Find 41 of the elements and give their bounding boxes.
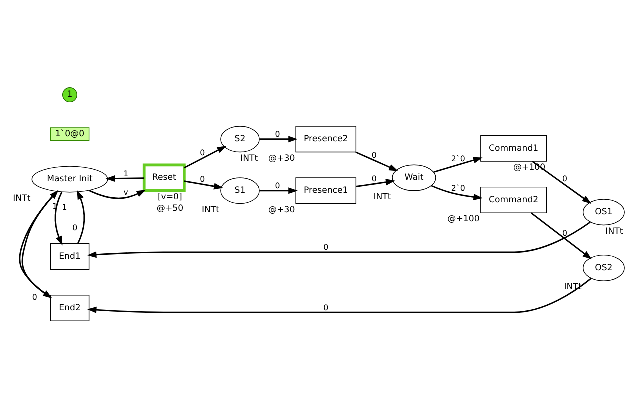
node-label: INTt <box>202 205 220 216</box>
arrow <box>260 136 298 143</box>
node-box: 1`0@0 <box>50 128 90 142</box>
node-box: Presence2 <box>296 126 357 153</box>
arrow <box>356 152 398 172</box>
node-ellipse: Wait <box>392 164 436 192</box>
node-label: @+30 <box>268 154 296 164</box>
node-ellipse: S1 <box>220 178 260 204</box>
node-label: @+100 <box>448 214 480 225</box>
node-label: INTt <box>374 192 392 203</box>
arrow <box>77 190 86 244</box>
arrow <box>87 278 592 314</box>
arrow <box>356 179 396 188</box>
node-label: INTt <box>13 194 31 204</box>
arrow <box>434 157 483 174</box>
node-box: Command2 <box>480 186 548 214</box>
arrow <box>106 176 144 182</box>
node-label: @+50 <box>156 204 184 214</box>
node-ellipse: OS2 <box>582 254 625 282</box>
arrow <box>89 190 146 200</box>
node-box: End2 <box>50 295 90 322</box>
node-box: Presence1 <box>296 178 357 204</box>
node-label: [v=0] <box>158 192 182 203</box>
node-ellipse: S2 <box>220 126 260 153</box>
arrow <box>184 146 227 169</box>
arrow <box>531 212 592 260</box>
node-ellipse: OS1 <box>582 199 625 226</box>
node-box: Reset <box>142 164 186 192</box>
node-ellipse: Master Init <box>32 166 108 193</box>
node-label: INTt <box>240 154 258 164</box>
arrow <box>87 222 591 258</box>
node-label: @+30 <box>268 205 296 216</box>
node-box: Command1 <box>480 135 548 162</box>
node-box: End1 <box>50 244 90 270</box>
arrow <box>532 161 592 204</box>
node-label: INTt <box>606 226 624 237</box>
arrow <box>54 192 63 246</box>
arrow <box>431 185 484 200</box>
arrow <box>184 180 224 190</box>
arrow <box>260 188 298 194</box>
node-circle: 1 <box>62 88 78 103</box>
